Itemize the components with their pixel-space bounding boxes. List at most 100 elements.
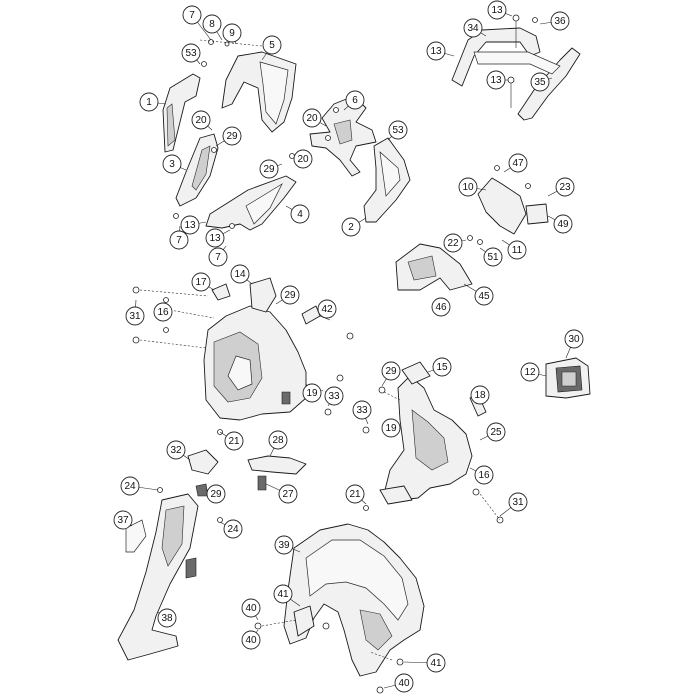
callout-number: 38 <box>161 613 173 624</box>
callout-circle <box>169 230 189 250</box>
callout-circle <box>166 440 186 460</box>
callout-circle <box>443 233 463 253</box>
callout-13: 13 <box>487 0 507 20</box>
callout-circle <box>120 476 140 496</box>
callout-circle <box>208 247 228 267</box>
callout-number: 29 <box>284 290 296 301</box>
part-windshield-trim <box>221 51 297 133</box>
callout-49: 49 <box>553 214 573 234</box>
callout-29: 29 <box>206 484 226 504</box>
callout-37: 37 <box>113 510 133 530</box>
callout-number: 20 <box>297 154 309 165</box>
callout-circle <box>381 361 401 381</box>
callout-circle <box>162 154 182 174</box>
callout-number: 13 <box>430 46 442 57</box>
callout-number: 29 <box>385 366 397 377</box>
part-front-fender <box>254 523 425 694</box>
part-plate-holder <box>395 165 549 311</box>
callout-number: 45 <box>478 291 490 302</box>
callout-circle <box>317 299 337 319</box>
callout-number: 29 <box>263 164 275 175</box>
callout-circle <box>394 673 414 693</box>
callout-40: 40 <box>241 630 261 650</box>
callout-number: 7 <box>189 10 195 21</box>
callout-38: 38 <box>157 608 177 628</box>
callout-19: 19 <box>381 418 401 438</box>
callout-number: 13 <box>490 75 502 86</box>
callout-20: 20 <box>302 108 322 128</box>
callout-number: 33 <box>356 405 368 416</box>
callout-circle <box>153 302 173 322</box>
callout-circle <box>222 23 242 43</box>
callout-4: 4 <box>290 204 310 224</box>
callout-29: 29 <box>259 159 279 179</box>
callout-number: 35 <box>534 77 546 88</box>
callout-number: 11 <box>512 245 523 256</box>
callout-number: 3 <box>169 159 175 170</box>
callout-circle <box>324 386 344 406</box>
part-instrument-bracket <box>309 95 377 177</box>
callout-13: 13 <box>486 70 506 90</box>
callout-circle <box>352 400 372 420</box>
callout-circle <box>191 110 211 130</box>
callout-number: 19 <box>385 423 397 434</box>
callout-34: 34 <box>463 18 483 38</box>
callout-16: 16 <box>474 465 494 485</box>
callout-circle <box>341 217 361 237</box>
callout-circle <box>530 72 550 92</box>
callout-31: 31 <box>508 492 528 512</box>
callout-27: 27 <box>278 484 298 504</box>
callout-number: 2 <box>348 222 354 233</box>
callout-42: 42 <box>317 299 337 319</box>
callout-25: 25 <box>486 422 506 442</box>
callout-circle <box>474 286 494 306</box>
callout-number: 5 <box>269 40 275 51</box>
callout-20: 20 <box>293 149 313 169</box>
callout-circle <box>278 484 298 504</box>
callout-47: 47 <box>508 153 528 173</box>
callout-1: 1 <box>139 92 159 112</box>
callout-number: 46 <box>435 302 447 313</box>
callout-number: 34 <box>467 23 479 34</box>
callout-circle <box>223 519 243 539</box>
callout-circle <box>302 108 322 128</box>
callout-10: 10 <box>458 177 478 197</box>
callout-number: 1 <box>146 97 152 108</box>
callout-number: 53 <box>185 48 197 59</box>
callout-circle <box>564 329 584 349</box>
callout-number: 20 <box>306 113 318 124</box>
callout-number: 47 <box>512 158 524 169</box>
callout-circle <box>230 264 250 284</box>
part-headlight-housing <box>132 277 344 435</box>
callout-17: 17 <box>191 272 211 292</box>
callout-29: 29 <box>381 361 401 381</box>
callout-31: 31 <box>125 306 145 326</box>
callout-circle <box>487 0 507 20</box>
callout-41: 41 <box>273 584 293 604</box>
callout-36: 36 <box>550 11 570 31</box>
callout-circle <box>113 510 133 530</box>
callout-number: 31 <box>512 497 524 508</box>
callout-11: 11 <box>507 240 527 260</box>
callout-circle <box>388 120 408 140</box>
callout-29: 29 <box>222 126 242 146</box>
callout-18: 18 <box>470 385 490 405</box>
callout-circle <box>241 598 261 618</box>
callout-28: 28 <box>268 430 288 450</box>
callout-number: 36 <box>554 16 566 27</box>
callout-circle <box>507 240 527 260</box>
callout-number: 42 <box>321 304 333 315</box>
callout-41: 41 <box>426 653 446 673</box>
part-inner-fairing <box>362 361 504 524</box>
callout-2: 2 <box>341 217 361 237</box>
callout-number: 33 <box>328 391 340 402</box>
callout-number: 30 <box>568 334 580 345</box>
callout-number: 22 <box>447 238 459 249</box>
callout-circle <box>520 362 540 382</box>
callout-circle <box>553 214 573 234</box>
callout-33: 33 <box>352 400 372 420</box>
callout-circle <box>181 43 201 63</box>
callout-33: 33 <box>324 386 344 406</box>
callout-20: 20 <box>191 110 211 130</box>
